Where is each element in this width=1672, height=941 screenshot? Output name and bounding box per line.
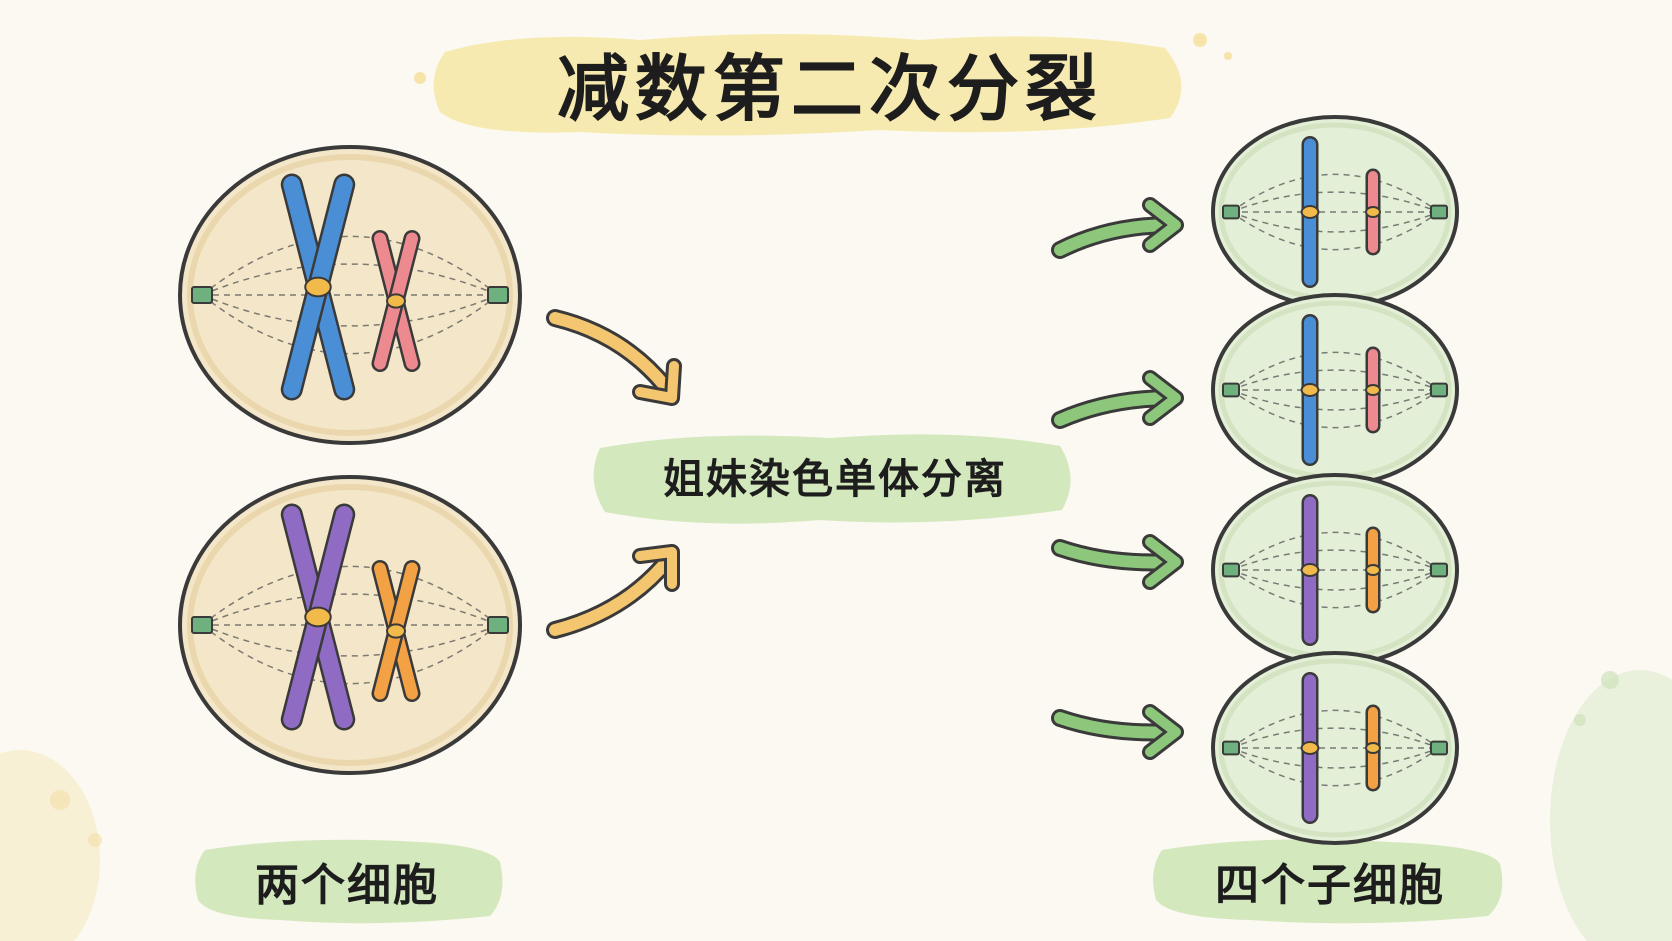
chromosome	[280, 173, 356, 401]
speckle	[88, 833, 102, 847]
arrow-to-separation-bottom	[546, 544, 680, 639]
centromere	[1300, 205, 1320, 219]
chromosome	[1365, 526, 1381, 614]
right-caption-wash	[1153, 839, 1503, 924]
speckle	[1574, 714, 1586, 726]
centromere	[1300, 741, 1320, 755]
daughter-cells	[1211, 115, 1459, 845]
chromosome	[280, 503, 356, 731]
centrosome	[1222, 382, 1240, 398]
spindle-fiber	[1230, 569, 1440, 591]
spindle-fiber	[201, 624, 499, 685]
centromere	[1300, 383, 1320, 397]
centromere	[304, 276, 332, 298]
centrosome	[1430, 740, 1448, 756]
spindle-fiber	[1230, 211, 1440, 233]
daughter-cell	[1211, 473, 1459, 667]
arrow-to-daughter-3	[1051, 534, 1184, 590]
spindle-fiber	[1230, 211, 1440, 251]
process-label: 姐妹染色单体分离	[663, 455, 1007, 503]
spindle-fibers	[201, 235, 499, 355]
chromosome	[1300, 494, 1320, 646]
chromosome	[1300, 136, 1320, 288]
spindle-fiber	[201, 565, 499, 626]
arrow-to-separation-top	[546, 309, 682, 406]
centrosome	[1222, 204, 1240, 220]
speckle	[1601, 671, 1619, 689]
spindle-fibers	[201, 565, 499, 685]
right-caption: 四个子细胞	[1215, 860, 1445, 911]
centromere	[386, 293, 406, 309]
chromosome	[371, 230, 421, 372]
spindle-fiber	[1230, 369, 1440, 391]
corner-wash-bottom-right	[1550, 670, 1672, 941]
spindle-fiber	[1230, 727, 1440, 749]
centrosome	[191, 616, 213, 634]
left-caption-wash	[195, 839, 503, 924]
centromere	[1365, 564, 1381, 576]
centrosome	[1222, 562, 1240, 578]
spindle-fiber	[201, 294, 499, 355]
chromosome	[371, 560, 421, 702]
arrow-to-daughter-2	[1051, 370, 1184, 429]
centrosome	[487, 616, 509, 634]
centrosome	[487, 286, 509, 304]
background-washes	[0, 33, 1672, 941]
speckle	[414, 72, 426, 84]
parent-cell	[178, 145, 522, 445]
chromosome	[1365, 346, 1381, 434]
chromosome	[1300, 672, 1320, 824]
title-wash	[433, 34, 1182, 136]
spindle-fiber	[1230, 191, 1440, 213]
centromere	[1365, 384, 1381, 396]
spindle-fiber	[1230, 569, 1440, 609]
center-label-wash	[593, 434, 1071, 524]
spindle-fiber	[1230, 389, 1440, 429]
spindle-fiber	[1230, 351, 1440, 391]
speckle	[1224, 52, 1232, 60]
arrow-to-daughter-1	[1051, 197, 1184, 259]
centrosome	[1222, 740, 1240, 756]
parent-cells	[178, 145, 522, 775]
spindle-fiber	[1230, 709, 1440, 749]
spindle-fiber	[1230, 389, 1440, 411]
spindle-fiber	[1230, 747, 1440, 787]
spindle-fibers	[1230, 709, 1440, 787]
daughter-cell	[1211, 115, 1459, 309]
spindle-fiber	[201, 235, 499, 296]
cell-membrane-inner	[187, 154, 513, 436]
chromosome	[1365, 168, 1381, 256]
spindle-fiber	[1230, 531, 1440, 571]
daughter-cell	[1211, 651, 1459, 845]
daughter-cell	[1211, 293, 1459, 487]
spindle-fiber	[1230, 173, 1440, 213]
arrow-to-daughter-4	[1051, 704, 1184, 760]
centrosome	[1430, 562, 1448, 578]
spindle-fibers	[1230, 531, 1440, 609]
centromere	[304, 606, 332, 628]
centromere	[1365, 742, 1381, 754]
arrows	[546, 197, 1184, 760]
chromosome	[1365, 704, 1381, 792]
speckle	[1193, 33, 1207, 47]
cell-membrane-inner	[1218, 658, 1452, 838]
parent-cell	[178, 475, 522, 775]
spindle-fibers	[1230, 351, 1440, 429]
centromere	[1300, 563, 1320, 577]
centrosome	[1430, 382, 1448, 398]
centrosome	[1430, 204, 1448, 220]
spindle-fiber	[1230, 549, 1440, 571]
chromosome	[1300, 314, 1320, 466]
spindle-fibers	[1230, 173, 1440, 251]
page-title: 减数第二次分裂	[556, 46, 1103, 131]
centromere	[386, 623, 406, 639]
spindle-fiber	[1230, 747, 1440, 769]
corner-wash-bottom-left	[0, 750, 100, 941]
centromere	[1365, 206, 1381, 218]
centrosome	[191, 286, 213, 304]
speckle	[50, 790, 70, 810]
left-caption: 两个细胞	[255, 860, 439, 911]
cell-membrane-inner	[187, 484, 513, 766]
